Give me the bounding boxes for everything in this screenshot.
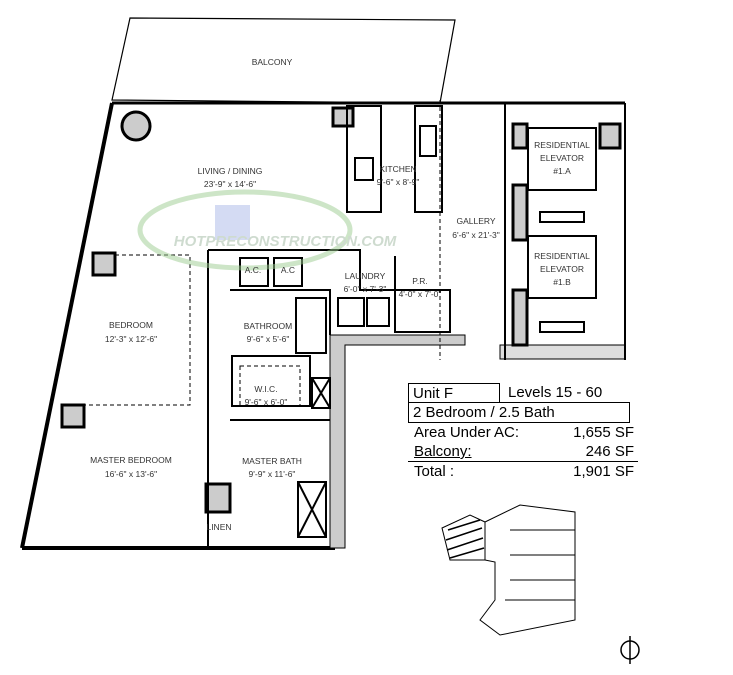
master-bath-size: 9'-9" x 11'-6" [249,469,296,479]
north-arrow-icon [620,636,640,664]
exterior-walls [20,101,625,550]
elevator-a-line3: #1.A [553,166,571,176]
ac-label-2: A.C [281,265,295,275]
unit-info-panel: Unit F Levels 15 - 60 2 Bedroom / 2.5 Ba… [408,383,638,481]
wic-size: 9'-6" x 6'-0" [245,397,288,407]
balcony-area-value: 246 SF [585,443,634,460]
linen-label: LINEN [206,522,231,532]
gallery-label: GALLERY [456,216,495,226]
wic-label: W.I.C. [254,384,277,394]
elevator-b-line3: #1.B [553,277,571,287]
kitchen-label: KITCHEN [379,164,416,174]
elevator-b-line2: ELEVATOR [540,264,584,274]
bathroom-label: BATHROOM [244,321,292,331]
bedroom-size: 12'-3" x 12'-6" [105,334,157,344]
corridor-wall [329,334,466,549]
elevator-a-line2: ELEVATOR [540,153,584,163]
powder-room-label: P.R. [412,276,427,286]
key-plan [441,504,576,636]
corridor-band [499,344,626,360]
bathroom-size: 9'-6" x 5'-6" [247,334,290,344]
round-column [120,110,152,142]
total-label: Total : [414,463,455,480]
unit-levels: Levels 15 - 60 [508,384,603,401]
kitchen-size: 9'-6" x 8'-9" [377,177,420,187]
living-dining-label: LIVING / DINING [198,166,263,176]
unit-type: 2 Bedroom / 2.5 Bath [408,402,630,423]
balcony-label: BALCONY [252,57,293,67]
bedroom-label: BEDROOM [109,320,153,330]
area-value: 1,655 SF [573,424,634,441]
watermark: HOTPRECONSTRUCTION.COM [137,189,397,271]
laundry-label: LAUNDRY [345,271,386,281]
living-dining-size: 23'-9" x 14'-6" [204,179,256,189]
master-bedroom-label: MASTER BEDROOM [90,455,172,465]
ac-label-1: A.C. [245,265,262,275]
unit-name: Unit F [408,383,500,403]
powder-room-size: 4'-0" x 7'-0" [399,289,442,299]
master-bath-label: MASTER BATH [242,456,302,466]
gallery-size: 6'-6" x 21'-3" [452,230,500,240]
columns [60,106,622,514]
svg-text:HOTPRECONSTRUCTION.COM: HOTPRECONSTRUCTION.COM [174,233,397,250]
balcony-area-label: Balcony: [414,443,472,460]
elevator-a-line1: RESIDENTIAL [534,140,590,150]
dashed-closets [84,100,441,407]
total-value: 1,901 SF [573,463,634,480]
laundry-size: 6'-0" x 7'-3" [344,284,387,294]
master-bedroom-size: 16'-6" x 13'-6" [105,469,157,479]
area-label: Area Under AC: [414,424,520,441]
elevator-b-line1: RESIDENTIAL [534,251,590,261]
